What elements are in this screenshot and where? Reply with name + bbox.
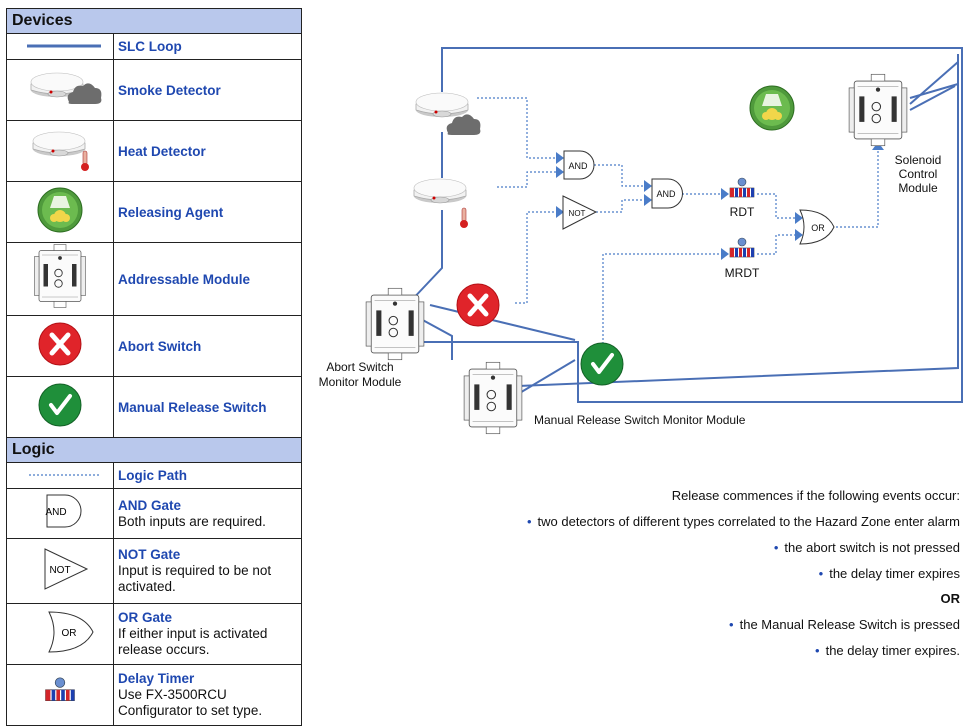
legend-not-gate-label: NOT Gate — [118, 547, 181, 562]
manual-module-label: Manual Release Switch Monitor Module — [534, 413, 746, 427]
bullet-icon: • — [818, 566, 824, 581]
bullet-icon: • — [773, 540, 779, 555]
or-gate: OR — [799, 209, 835, 245]
solenoid-control-module — [848, 73, 908, 147]
solenoid-label-1: Solenoid — [895, 153, 942, 167]
releasing-agent — [749, 85, 795, 131]
legend-slc-loop-label: SLC Loop — [113, 33, 302, 60]
condition-text: two detectors of different types correla… — [537, 514, 960, 529]
manual-release-switch — [579, 341, 625, 387]
bullet-icon: • — [526, 514, 532, 529]
abort-module-label-1: Abort Switch — [326, 360, 393, 374]
legend-or-gate-label: OR Gate — [118, 610, 173, 625]
legend-delay-timer-label: Delay Timer — [118, 671, 195, 686]
condition-item: • two detectors of different types correl… — [527, 514, 960, 529]
solenoid-label-2: Control — [899, 167, 938, 181]
legend-table: Devices SLC Loop Smoke Detector Heat Det… — [6, 8, 302, 726]
abort-switch-icon — [6, 315, 114, 377]
bullet-icon: • — [815, 643, 820, 658]
not-gate: NOT — [562, 195, 598, 230]
legend-addressable-module-label: Addressable Module — [113, 242, 302, 316]
mrdt-label: MRDT — [725, 266, 760, 280]
devices-header: Devices — [6, 8, 302, 34]
condition-text: the Manual Release Switch is pressed — [739, 617, 960, 632]
legend-releasing-agent-label: Releasing Agent — [113, 181, 302, 243]
legend-manual-release-switch-label: Manual Release Switch — [113, 376, 302, 438]
condition-text: the delay timer expires. — [825, 643, 960, 658]
or-separator: OR — [940, 591, 961, 606]
logic-arrowheads — [556, 142, 884, 260]
condition-item: • the Manual Release Switch is pressed — [729, 617, 960, 632]
heat-detector-icon — [6, 120, 114, 182]
and-gate-icon-text: AND — [45, 507, 66, 518]
abort-switch — [457, 284, 499, 326]
not-gate-text: NOT — [569, 209, 586, 218]
and-gate-1: AND — [563, 150, 595, 180]
abort-module-label-2: Monitor Module — [319, 375, 402, 389]
release-conditions-intro: Release commences if the following event… — [671, 488, 960, 503]
or-gate-text: OR — [811, 223, 825, 233]
legend-not-gate-desc: Input is required to be not activated. — [118, 563, 272, 594]
or-gate-icon-text: OR — [62, 628, 77, 639]
or-gate-icon: OR — [6, 603, 114, 665]
condition-item: • the delay timer expires — [819, 566, 960, 581]
bullet-icon: • — [729, 617, 734, 632]
logic-header: Logic — [6, 437, 302, 463]
not-gate-icon-text: NOT — [49, 565, 70, 576]
slc-loop-lines — [407, 47, 963, 403]
and-gate-1-text: AND — [568, 161, 588, 171]
and-gate-icon: AND — [6, 488, 114, 539]
and-gate-2-text: AND — [656, 189, 676, 199]
legend-logic-path-label: Logic Path — [113, 462, 302, 489]
releasing-agent-icon — [6, 181, 114, 243]
condition-text: the delay timer expires — [829, 566, 960, 581]
logic-paths — [477, 97, 879, 348]
rdt-label: RDT — [730, 205, 755, 219]
condition-item: • the abort switch is not pressed — [774, 540, 960, 555]
condition-text: the abort switch is not pressed — [784, 540, 960, 555]
abort-switch-monitor-module — [365, 287, 425, 361]
release-logic-diagram: AND NOT AND OR RDT MRDT Solenoid Control… — [319, 47, 963, 435]
manual-release-monitor-module — [463, 361, 523, 435]
mrdt-delay-timer — [729, 237, 755, 258]
condition-item: • the delay timer expires. — [815, 643, 960, 658]
legend-and-gate-label: AND Gate — [118, 497, 182, 513]
solenoid-label-3: Module — [898, 181, 938, 195]
legend-or-gate-desc: If either input is activated release occ… — [118, 626, 268, 657]
not-gate-icon: NOT — [6, 538, 114, 604]
legend-smoke-detector-label: Smoke Detector — [113, 59, 302, 121]
legend-and-gate-desc: Both inputs are required. — [118, 513, 266, 529]
legend-heat-detector-label: Heat Detector — [113, 120, 302, 182]
rdt-delay-timer — [729, 177, 755, 198]
smoke-detector — [415, 92, 481, 135]
and-gate-2: AND — [651, 178, 683, 209]
legend-abort-switch-label: Abort Switch — [113, 315, 302, 377]
